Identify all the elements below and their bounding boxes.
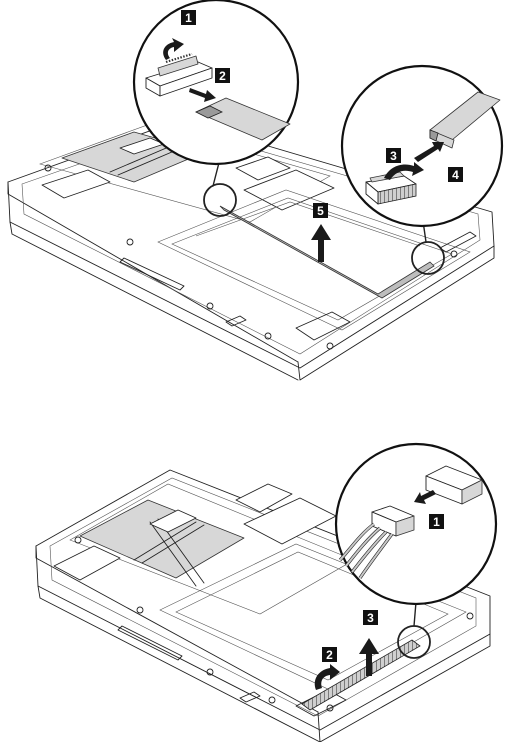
svg-text:3: 3 bbox=[390, 149, 397, 163]
svg-text:3: 3 bbox=[367, 611, 374, 625]
top-figure: 1 2 3 4 bbox=[8, 0, 502, 380]
callout-battery-connector bbox=[336, 444, 496, 604]
callout-connector-disconnect bbox=[342, 66, 502, 226]
bottom-figure: 1 2 3 bbox=[36, 444, 496, 742]
svg-text:2: 2 bbox=[326, 648, 333, 662]
bottom-step-badge-3: 3 bbox=[363, 610, 378, 625]
step-badge-5: 5 bbox=[313, 203, 328, 218]
svg-text:2: 2 bbox=[219, 69, 226, 83]
step-badge-1: 1 bbox=[181, 10, 196, 25]
svg-text:5: 5 bbox=[317, 204, 324, 218]
step-badge-3: 3 bbox=[386, 148, 401, 163]
svg-text:1: 1 bbox=[185, 11, 192, 25]
bottom-step-badge-1: 1 bbox=[429, 514, 444, 529]
svg-text:1: 1 bbox=[433, 515, 440, 529]
svg-text:4: 4 bbox=[452, 168, 459, 182]
step-badge-2: 2 bbox=[215, 68, 230, 83]
bottom-step-badge-2: 2 bbox=[322, 647, 337, 662]
step-badge-4: 4 bbox=[448, 167, 463, 182]
